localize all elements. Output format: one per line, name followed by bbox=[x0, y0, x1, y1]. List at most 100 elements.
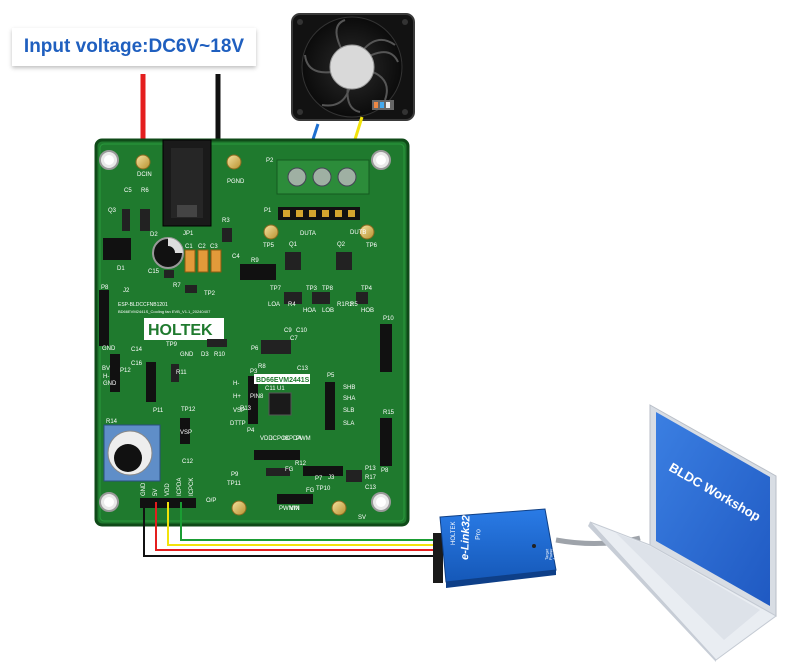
silk-label: TP11 bbox=[227, 481, 242, 487]
silk-label: H- bbox=[103, 374, 109, 380]
silk-label: LOA bbox=[268, 302, 280, 308]
silk-label: SLB bbox=[343, 408, 354, 414]
silk-label: C10 bbox=[296, 328, 308, 334]
silk-label: VSP bbox=[180, 430, 192, 436]
silk-label: C13 bbox=[297, 366, 309, 372]
silk-label: D2 bbox=[150, 232, 158, 238]
board-silk-title: ESP-BLDCCFNB1201 bbox=[118, 302, 168, 308]
wire-yellow-signal bbox=[167, 502, 436, 546]
silk-label: J3 bbox=[328, 475, 335, 481]
silk-label: PWM bbox=[296, 436, 311, 442]
silk-label: R13 bbox=[240, 406, 252, 412]
silk-label: C2 bbox=[198, 244, 206, 250]
silk-label: R9 bbox=[251, 258, 259, 264]
silk-label: D1 bbox=[117, 266, 125, 272]
wire-green-signal bbox=[180, 502, 436, 541]
board-silk-subtitle: BD66EVM2441S_Cooling fan EVB_V1.1_202404… bbox=[118, 309, 211, 314]
elink-status-power: Power bbox=[548, 548, 553, 560]
silk-label: P3 bbox=[250, 369, 258, 375]
elink-status-target: Target bbox=[544, 548, 549, 560]
silk-label: C4 bbox=[232, 254, 240, 260]
silk-label: C1 bbox=[185, 244, 193, 250]
silk-label: DCIN bbox=[137, 172, 152, 178]
silk-label: R10 bbox=[214, 352, 226, 358]
silk-label: D3 bbox=[201, 352, 209, 358]
silk-label: C16 bbox=[131, 361, 143, 367]
silk-label: C7 bbox=[290, 336, 298, 342]
silk-label: C5 bbox=[124, 188, 132, 194]
silk-label: BV bbox=[102, 366, 110, 372]
signal-wires bbox=[143, 502, 436, 557]
silk-label: GND bbox=[180, 352, 194, 358]
laptop: BLDC Workshop bbox=[588, 404, 777, 662]
silk-label: HOA bbox=[303, 308, 316, 314]
silk-label: SHB bbox=[343, 385, 355, 391]
silk-label: JP1 bbox=[183, 231, 194, 237]
silk-label: R8 bbox=[258, 364, 266, 370]
silk-label: U1 bbox=[277, 386, 285, 392]
silk-label: Q2 bbox=[337, 242, 346, 248]
silk-label: Q1 bbox=[289, 242, 298, 248]
silk-label: R4 bbox=[288, 302, 296, 308]
silk-label: O/P bbox=[206, 498, 216, 504]
pcb-board bbox=[94, 138, 410, 527]
silk-label: FG bbox=[285, 467, 294, 473]
wire-red-signal bbox=[155, 502, 436, 551]
silk-label: GND bbox=[103, 381, 117, 387]
mounting-holes bbox=[99, 150, 391, 512]
silk-label: TP10 bbox=[316, 486, 331, 492]
silk-label: SLA bbox=[343, 421, 354, 427]
silk-label: ICPCK bbox=[271, 436, 289, 442]
silk-label: C9 bbox=[284, 328, 292, 334]
silk-label: C15 bbox=[148, 269, 160, 275]
silk-label: C12 bbox=[182, 459, 194, 465]
silk-label: R15 bbox=[383, 410, 395, 416]
elink-model: Pro bbox=[475, 529, 482, 540]
silk-label: TP3 bbox=[306, 286, 318, 292]
silk-label: P1 bbox=[264, 208, 272, 214]
silk-label: R17 bbox=[365, 475, 377, 481]
silk-label: P4 bbox=[247, 428, 255, 434]
silk-label: GND bbox=[102, 346, 116, 352]
silk-label: P6 bbox=[251, 346, 259, 352]
silk-label: TP12 bbox=[181, 407, 196, 413]
silk-label: R2 bbox=[345, 302, 353, 308]
silk-label: VM bbox=[290, 506, 299, 512]
p7-pin-label: ICPCK bbox=[189, 478, 195, 496]
silk-label: FG bbox=[306, 488, 315, 494]
silk-label: R1 bbox=[337, 302, 345, 308]
fan-hub bbox=[329, 44, 375, 90]
silk-label: H- bbox=[233, 381, 239, 387]
silk-label: P10 bbox=[383, 316, 394, 322]
silk-label: LOB bbox=[322, 308, 334, 314]
chip-label: BD66EVM2441S bbox=[256, 377, 310, 384]
silk-label: TP9 bbox=[166, 342, 178, 348]
power-wires bbox=[140, 74, 221, 150]
silk-label: TP6 bbox=[366, 243, 378, 249]
silk-label: TP7 bbox=[270, 286, 282, 292]
silk-label: DUTA bbox=[300, 231, 316, 237]
silk-label: SHA bbox=[343, 396, 355, 402]
p7-pin-label: ICPDA bbox=[177, 478, 183, 496]
silk-label: P8 bbox=[101, 285, 109, 291]
silk-label: P12 bbox=[120, 368, 131, 374]
silk-label: R3 bbox=[222, 218, 230, 224]
holtek-logo-text: HOLTEK bbox=[148, 322, 213, 339]
input-voltage-label: Input voltage:DC6V~18V bbox=[12, 28, 256, 66]
silk-label: DUTB bbox=[350, 230, 366, 236]
silk-label: TP2 bbox=[204, 291, 216, 297]
elink-status-active: Active bbox=[552, 548, 557, 560]
fan-image bbox=[288, 10, 420, 128]
silk-label: HOB bbox=[361, 308, 374, 314]
silk-label: P2 bbox=[266, 158, 274, 164]
silk-label: C13 bbox=[365, 485, 377, 491]
silk-label: TP8 bbox=[322, 286, 334, 292]
silk-label: C3 bbox=[210, 244, 218, 250]
silk-label: Q3 bbox=[108, 208, 117, 214]
silk-label: R7 bbox=[173, 283, 181, 289]
silk-label: P5 bbox=[327, 373, 335, 379]
elink-brand: HOLTEK bbox=[451, 521, 457, 545]
silk-label: TP5 bbox=[263, 243, 275, 249]
